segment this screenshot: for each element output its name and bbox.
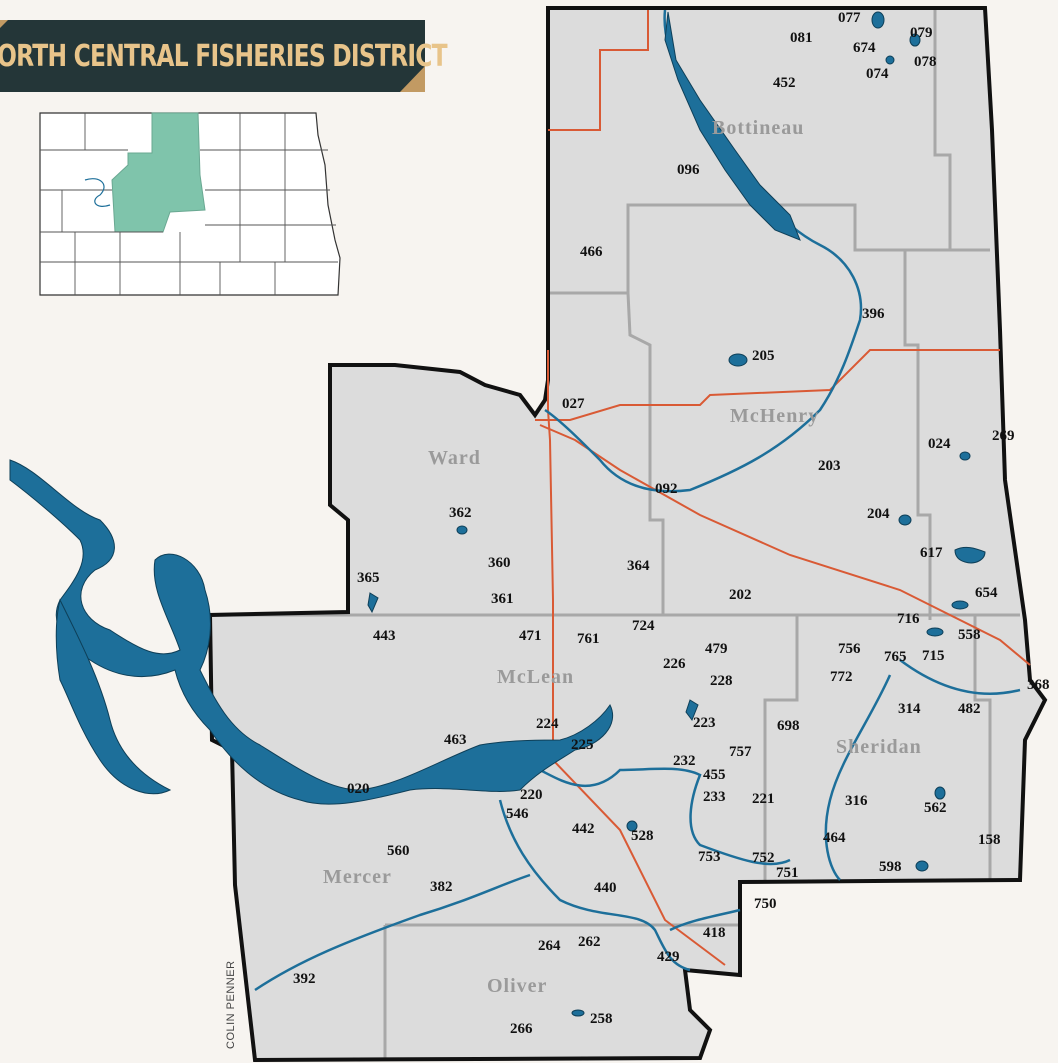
- lake-074: 074: [866, 66, 889, 82]
- lake-203: 203: [818, 458, 841, 474]
- lake-761: 761: [577, 631, 600, 647]
- lake-479: 479: [705, 641, 728, 657]
- lake-224: 224: [536, 716, 559, 732]
- lake-396: 396: [862, 306, 885, 322]
- lake-471: 471: [519, 628, 542, 644]
- lake-269: 269: [992, 428, 1015, 444]
- lake-442: 442: [572, 821, 595, 837]
- lake-756: 756: [838, 641, 861, 657]
- county-label-mchenry: McHenry: [730, 405, 819, 427]
- lake-750: 750: [754, 896, 777, 912]
- lake-598: 598: [879, 859, 902, 875]
- lake-654: 654: [975, 585, 998, 601]
- photo-credit: COLIN PENNER: [224, 960, 238, 1050]
- lake-528: 528: [631, 828, 654, 844]
- lake-233: 233: [703, 789, 726, 805]
- lake-560: 560: [387, 843, 410, 859]
- lake-482: 482: [958, 701, 981, 717]
- lake-078: 078: [914, 54, 937, 70]
- lake-226: 226: [663, 656, 686, 672]
- lake-360: 360: [488, 555, 511, 571]
- lake-204: 204: [867, 506, 890, 522]
- lake-463: 463: [444, 732, 467, 748]
- lake-225: 225: [571, 737, 594, 753]
- lake-443: 443: [373, 628, 396, 644]
- lake-081: 081: [790, 30, 813, 46]
- lake-362: 362: [449, 505, 472, 521]
- lake-364: 364: [627, 558, 650, 574]
- lake-020: 020: [347, 781, 370, 797]
- lake-079: 079: [910, 25, 933, 41]
- lake-751: 751: [776, 865, 799, 881]
- lake-077: 077: [838, 10, 861, 26]
- lake-316: 316: [845, 793, 868, 809]
- lake-429: 429: [657, 949, 680, 965]
- lake-368: 368: [1027, 677, 1050, 693]
- lake-228: 228: [710, 673, 733, 689]
- county-label-bottineau: Bottineau: [712, 117, 804, 139]
- district-area: [210, 8, 1045, 1060]
- credit-text: COLIN PENNER: [225, 960, 237, 1049]
- lake-558: 558: [958, 627, 981, 643]
- lake-labels: 077 081 674 079 074 078 452 096 466 396 …: [293, 10, 1050, 1037]
- water-bodies: [9, 11, 986, 1017]
- lake-258: 258: [590, 1011, 613, 1027]
- lake-314: 314: [898, 701, 921, 717]
- county-labels: Bottineau McHenry Ward McLean Sheridan M…: [323, 117, 922, 997]
- lake-158: 158: [978, 832, 1001, 848]
- lake-262: 262: [578, 934, 601, 950]
- lake-464: 464: [823, 830, 846, 846]
- highways: [535, 10, 1031, 966]
- lake-546: 546: [506, 806, 529, 822]
- lake-096: 096: [677, 162, 700, 178]
- lake-sakakawea: [9, 459, 613, 805]
- lake-418: 418: [703, 925, 726, 941]
- lake-765: 765: [884, 649, 907, 665]
- lake-027: 027: [562, 396, 585, 412]
- lake-024: 024: [928, 436, 951, 452]
- upper-river-lake: [664, 11, 801, 241]
- lake-361: 361: [491, 591, 514, 607]
- lake-440: 440: [594, 880, 617, 896]
- lake-772: 772: [830, 669, 853, 685]
- lake-753: 753: [698, 849, 721, 865]
- lake-716: 716: [897, 611, 920, 627]
- arm-bay: [55, 598, 172, 795]
- lake-752: 752: [752, 850, 775, 866]
- lake-724: 724: [632, 618, 655, 634]
- county-label-sheridan: Sheridan: [836, 736, 922, 758]
- lake-715: 715: [922, 648, 945, 664]
- lake-757: 757: [729, 744, 752, 760]
- lake-365: 365: [357, 570, 380, 586]
- inset-map: [39, 112, 341, 296]
- lake-266: 266: [510, 1021, 533, 1037]
- district-outline: [207, 6, 1048, 1063]
- lake-382: 382: [430, 879, 453, 895]
- lake-562: 562: [924, 800, 947, 816]
- lake-617: 617: [920, 545, 943, 561]
- map-title: NORTH CENTRAL FISHERIES DISTRICT: [0, 38, 448, 74]
- lake-220: 220: [520, 787, 543, 803]
- lake-221: 221: [752, 791, 775, 807]
- lake-674: 674: [853, 40, 876, 56]
- lake-202: 202: [729, 587, 752, 603]
- lake-466: 466: [580, 244, 603, 260]
- lake-698: 698: [777, 718, 800, 734]
- lake-205: 205: [752, 348, 775, 364]
- lake-092: 092: [655, 481, 678, 497]
- county-label-mercer: Mercer: [323, 866, 392, 888]
- county-label-mclean: McLean: [497, 666, 574, 688]
- lake-264: 264: [538, 938, 561, 954]
- lake-232: 232: [673, 753, 696, 769]
- lake-452: 452: [773, 75, 796, 91]
- county-label-oliver: Oliver: [487, 975, 547, 997]
- lake-392: 392: [293, 971, 316, 987]
- county-label-ward: Ward: [428, 447, 481, 469]
- county-lines: [212, 10, 1020, 1060]
- title-banner: NORTH CENTRAL FISHERIES DISTRICT: [0, 20, 448, 92]
- lake-223: 223: [693, 715, 716, 731]
- lake-455: 455: [703, 767, 726, 783]
